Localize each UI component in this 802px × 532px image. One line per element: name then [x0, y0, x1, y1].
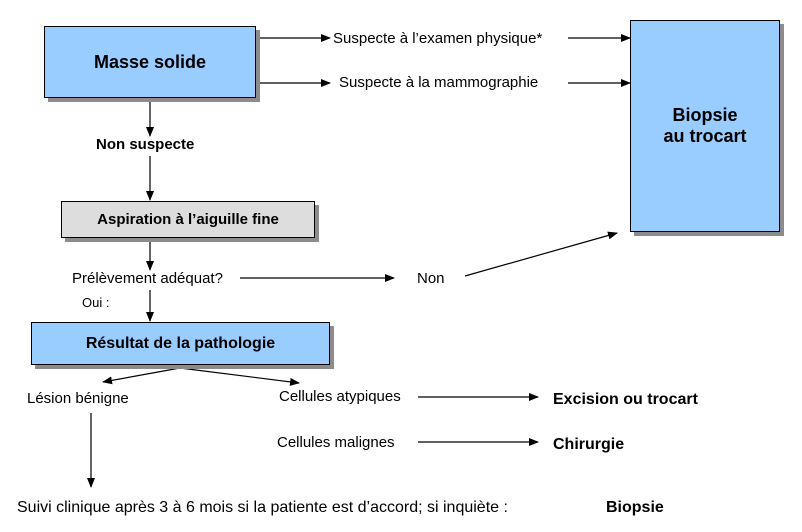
- arrow-pathology-to-atypical: [179, 367, 300, 386]
- label-yes: Oui :: [82, 295, 110, 310]
- label-surgery: Chirurgie: [553, 436, 625, 453]
- pathology-result-label: Résultat de la pathologie: [85, 334, 276, 352]
- label-no: Non: [417, 270, 445, 287]
- label-suspect-physical: Suspecte à l’examen physique*: [333, 30, 543, 47]
- fine-needle-label: Aspiration à l’aiguille fine: [97, 211, 279, 228]
- fine-needle-box: Aspiration à l’aiguille fine: [61, 201, 315, 238]
- label-not-suspect: Non suspecte: [96, 136, 195, 153]
- label-biopsy: Biopsie: [606, 499, 664, 516]
- label-adequate-sample: Prélèvement adéquat?: [72, 270, 223, 287]
- label-suspect-mammo: Suspecte à la mammographie: [339, 74, 539, 91]
- core-biopsy-box: Biopsie au trocart: [630, 20, 780, 232]
- label-benign-lesion: Lésion bénigne: [27, 390, 129, 407]
- core-biopsy-line1: Biopsie: [672, 105, 738, 125]
- solid-mass-label: Masse solide: [93, 51, 207, 72]
- pathology-result-box: Résultat de la pathologie: [31, 322, 330, 365]
- core-biopsy-line2: au trocart: [663, 126, 747, 146]
- arrow-pathology-to-benign: [102, 367, 181, 385]
- label-malignant-cells: Cellules malignes: [277, 434, 395, 451]
- label-excision-or-core: Excision ou trocart: [553, 391, 698, 408]
- label-followup: Suivi clinique après 3 à 6 mois si la pa…: [17, 499, 508, 516]
- solid-mass-box: Masse solide: [44, 26, 256, 98]
- label-atypical-cells: Cellules atypiques: [279, 388, 401, 405]
- arrow-no-to-biopsy: [464, 231, 618, 277]
